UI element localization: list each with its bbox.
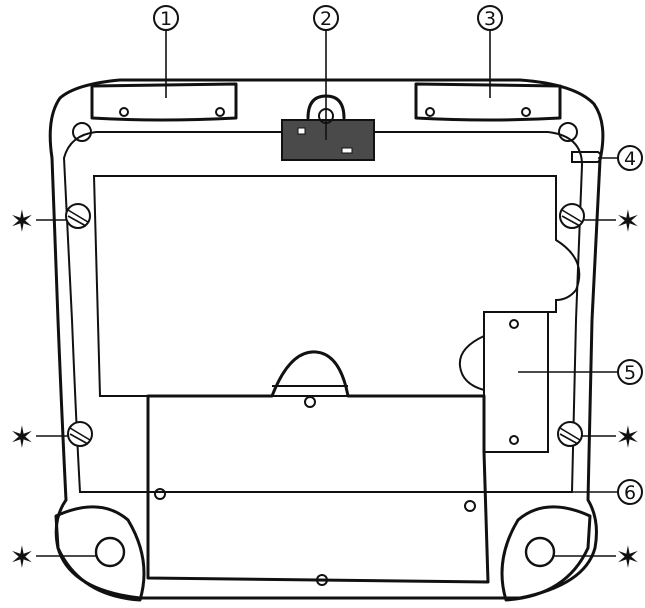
- screw-battery-top: [304, 396, 316, 408]
- screw-side-cover-bottom: [509, 435, 519, 445]
- star-marker-left-lower: ✶: [9, 421, 34, 456]
- callout-3: 3: [477, 5, 503, 31]
- screw-handle-right-1: [425, 107, 435, 117]
- callout-5: 5: [617, 359, 643, 385]
- handle-bar-right: [414, 82, 562, 122]
- side-cover-notch: [458, 335, 485, 391]
- callout-2: 2: [313, 5, 339, 31]
- star-marker-right-lower: ✶: [615, 421, 640, 456]
- connector-block: [281, 119, 375, 161]
- screw-battery-left: [154, 488, 166, 500]
- side-cover-panel: [483, 311, 549, 453]
- screw-side-cover-top: [509, 319, 519, 329]
- upper-panel: [92, 175, 581, 397]
- foot-right: [500, 505, 592, 602]
- thumbscrew-left-upper: [65, 203, 91, 229]
- screw-handle-right-2: [521, 107, 531, 117]
- star-marker-right-foot: ✶: [615, 541, 640, 576]
- screw-handle-left-2: [215, 107, 225, 117]
- battery-cover: [146, 350, 490, 584]
- thumbscrew-right-lower: [557, 421, 583, 447]
- foot-left-screw: [94, 536, 126, 568]
- svg-text:3: 3: [484, 8, 496, 30]
- connector-pin-left: [297, 127, 306, 135]
- corner-hole-left: [72, 122, 92, 142]
- screw-battery-bottom: [316, 574, 328, 586]
- screw-handle-left-1: [119, 107, 129, 117]
- screw-battery-right: [464, 500, 476, 512]
- svg-text:4: 4: [624, 148, 636, 170]
- connector-pin-right: [341, 147, 353, 154]
- star-marker-left-foot: ✶: [9, 541, 34, 576]
- star-marker-left-upper: ✶: [9, 205, 34, 240]
- svg-text:1: 1: [160, 8, 172, 30]
- svg-text:6: 6: [624, 482, 636, 504]
- svg-text:5: 5: [624, 362, 636, 384]
- corner-hole-right: [558, 122, 578, 142]
- callout-4: 4: [617, 145, 643, 171]
- thumbscrew-left-lower: [67, 421, 93, 447]
- svg-text:2: 2: [320, 8, 332, 30]
- foot-left: [54, 505, 146, 602]
- side-tab: [571, 151, 602, 163]
- callout-1: 1: [153, 5, 179, 31]
- handle-bar-left: [90, 82, 238, 122]
- star-marker-right-upper: ✶: [615, 205, 640, 240]
- thumbscrew-right-upper: [559, 203, 585, 229]
- device-inner-frame: [62, 131, 584, 493]
- foot-right-screw: [524, 536, 556, 568]
- callout-6: 6: [617, 479, 643, 505]
